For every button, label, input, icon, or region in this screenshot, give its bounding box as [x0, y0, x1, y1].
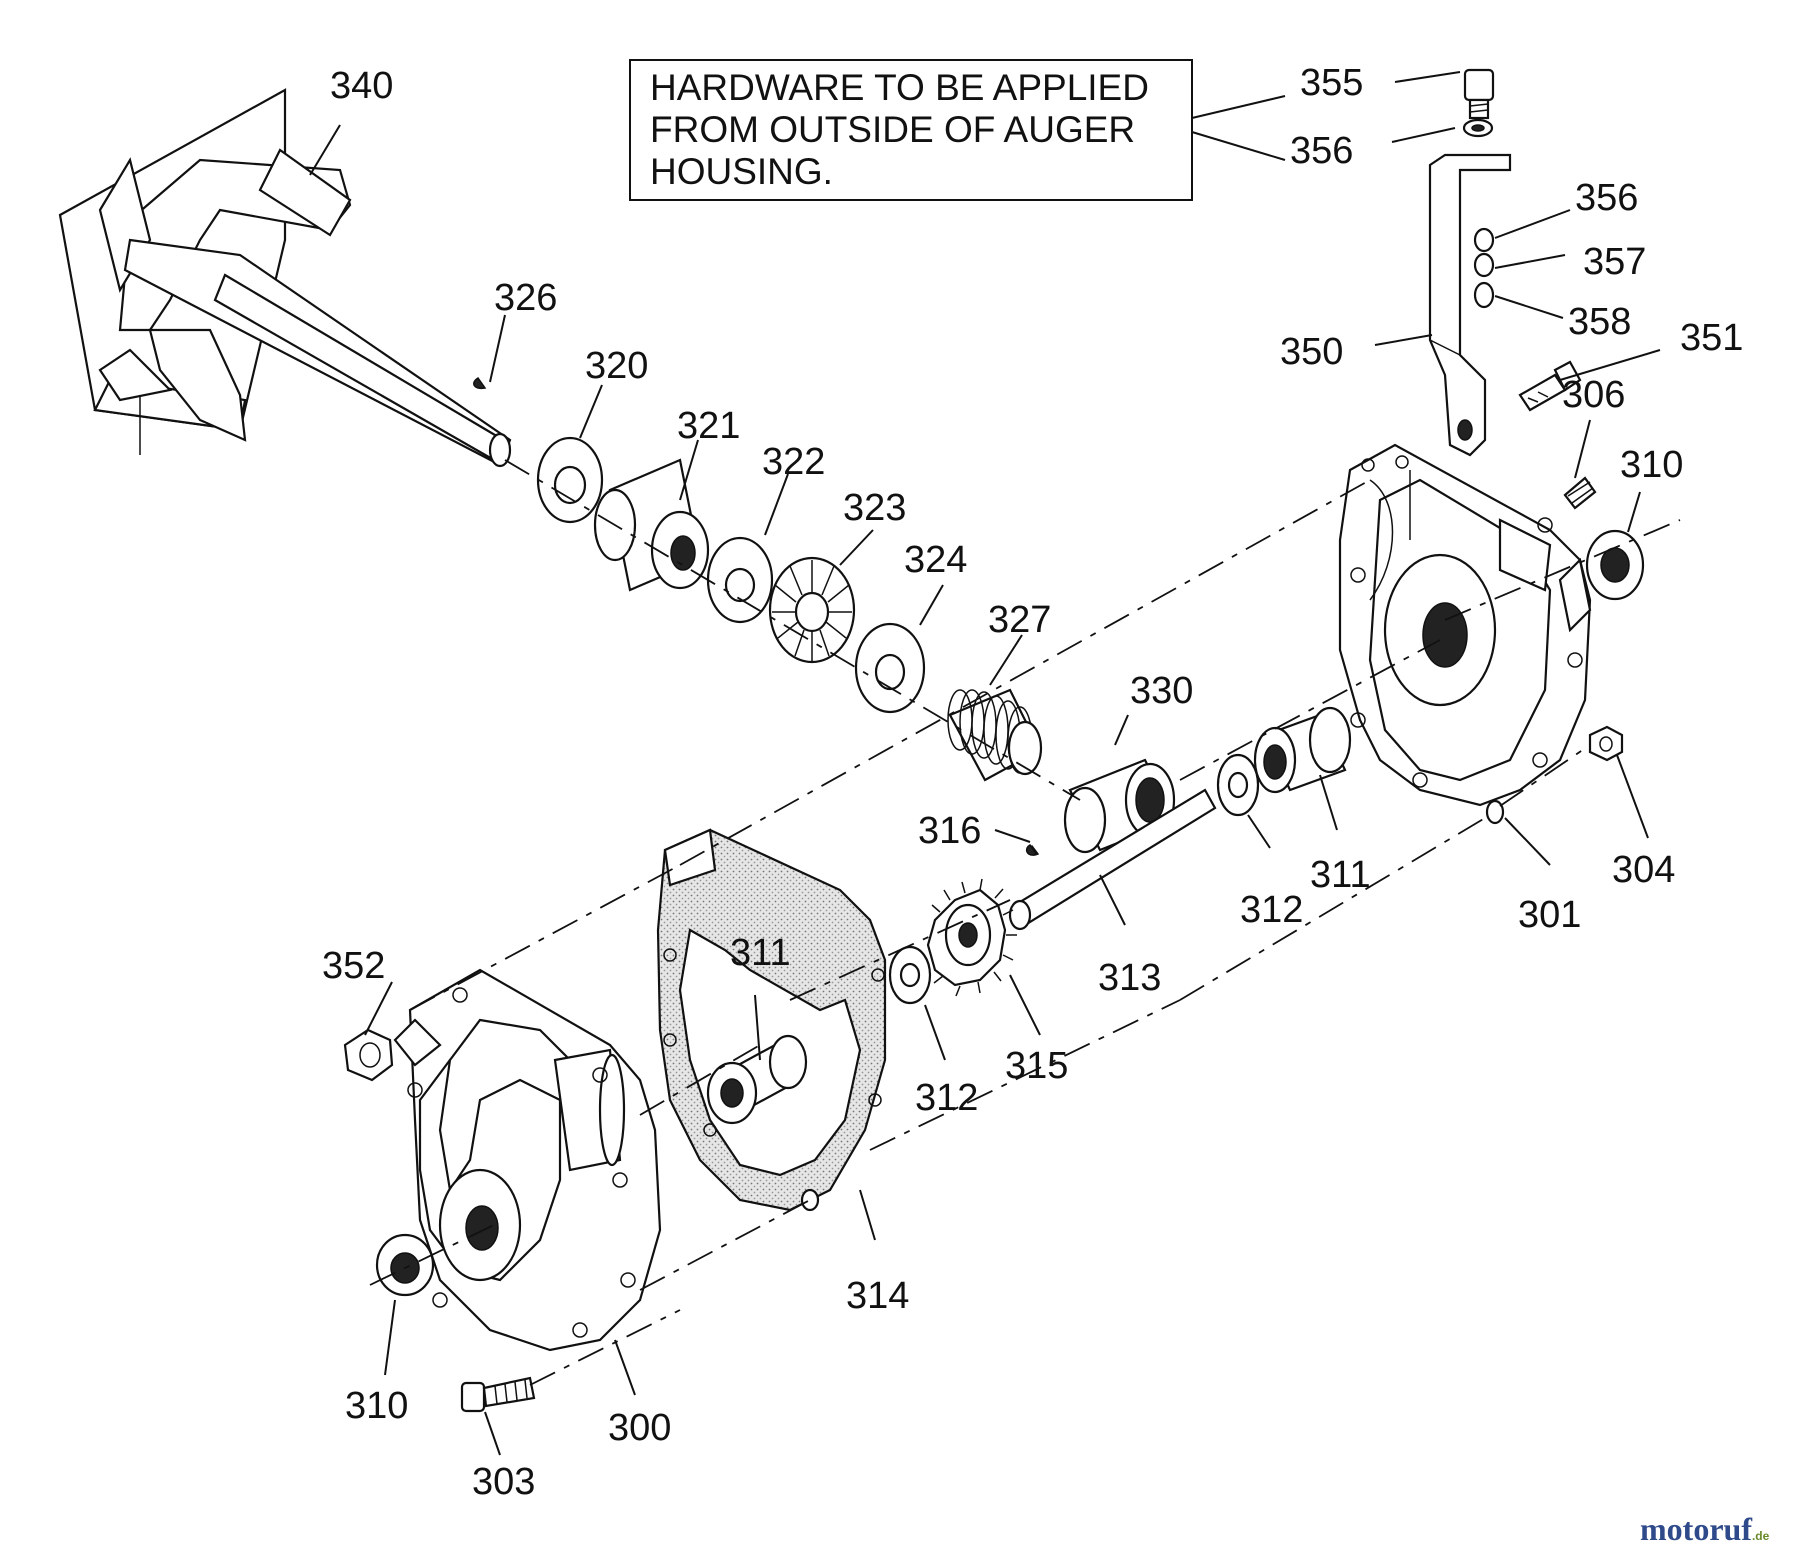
watermark-suffix: .de: [1752, 1529, 1770, 1543]
watermark-brand: motoruf: [1640, 1511, 1752, 1547]
note-line-3: HOUSING.: [650, 151, 833, 192]
label-352: 352: [322, 945, 385, 987]
seal-310-left: [375, 1233, 435, 1297]
leader-lines: [309, 71, 1661, 1456]
bearing-311-left: [706, 1034, 808, 1125]
label-301: 301: [1518, 894, 1581, 936]
note-line-2: FROM OUTSIDE OF AUGER: [650, 109, 1135, 150]
bearing-321: [593, 458, 710, 592]
label-320: 320: [585, 345, 648, 387]
label-350: 350: [1280, 331, 1343, 373]
washer-312-upper: [1216, 753, 1260, 817]
label-355: 355: [1300, 62, 1363, 104]
housing-301: [1338, 443, 1592, 825]
washer-320: [536, 436, 604, 524]
screw-351: [1518, 360, 1582, 412]
label-322: 322: [762, 441, 825, 483]
watermark-logo: motoruf.de: [1640, 1511, 1770, 1547]
label-303: 303: [472, 1461, 535, 1503]
set-screw-306: [1563, 476, 1597, 510]
label-306: 306: [1562, 374, 1625, 416]
part-labels: 340 355 356 356 357 358 350 351 326 320 …: [322, 62, 1743, 1503]
label-300: 300: [608, 1407, 671, 1449]
label-326: 326: [494, 277, 557, 319]
label-356-lower: 356: [1575, 177, 1638, 219]
label-315: 315: [1005, 1045, 1068, 1087]
screw-303: [460, 1376, 536, 1413]
seal-310-right: [1585, 529, 1645, 601]
lock-washer-356-lower: [1473, 227, 1495, 253]
bearing-311-right: [1253, 706, 1352, 794]
washer-357: [1473, 252, 1495, 278]
label-340: 340: [330, 65, 393, 107]
hex-nut-352: [343, 1028, 394, 1082]
thrust-bearing-323: [768, 556, 856, 664]
label-324: 324: [904, 539, 967, 581]
label-311-right: 311: [1310, 854, 1371, 896]
lock-washer-356-upper: [1462, 118, 1494, 138]
label-356-upper: 356: [1290, 130, 1353, 172]
hardware-note: HARDWARE TO BE APPLIED FROM OUTSIDE OF A…: [629, 59, 1286, 201]
worm-gear-327: [947, 688, 1043, 782]
label-323: 323: [843, 487, 906, 529]
gear-315: [926, 878, 1017, 997]
bolt-355: [1463, 68, 1495, 120]
key-316: [1025, 844, 1038, 856]
note-line-1: HARDWARE TO BE APPLIED: [650, 67, 1149, 108]
label-351: 351: [1680, 317, 1743, 359]
label-310-right: 310: [1620, 444, 1683, 486]
label-316: 316: [918, 810, 981, 852]
label-314: 314: [846, 1275, 909, 1317]
hex-nut-304: [1588, 725, 1624, 762]
label-357: 357: [1583, 241, 1646, 283]
washer-322: [706, 536, 774, 624]
gasket-314: [656, 828, 887, 1212]
label-310-left: 310: [345, 1385, 408, 1427]
label-321: 321: [677, 405, 740, 447]
housing-300: [393, 968, 662, 1352]
label-311-left: 311: [730, 932, 791, 974]
washer-324: [854, 622, 926, 714]
nut-358: [1473, 281, 1495, 309]
washer-312-lower: [888, 945, 932, 1005]
auger-340: [58, 88, 512, 468]
label-313: 313: [1098, 957, 1161, 999]
label-330: 330: [1130, 670, 1193, 712]
svg-text:motoruf.de: motoruf.de: [1640, 1511, 1770, 1547]
label-358: 358: [1568, 301, 1631, 343]
label-312-left: 312: [915, 1077, 978, 1119]
assembly-lines: [369, 459, 1681, 1386]
bracket-350: [1428, 153, 1512, 457]
label-304: 304: [1612, 849, 1675, 891]
label-312-right: 312: [1240, 889, 1303, 931]
label-327: 327: [988, 599, 1051, 641]
